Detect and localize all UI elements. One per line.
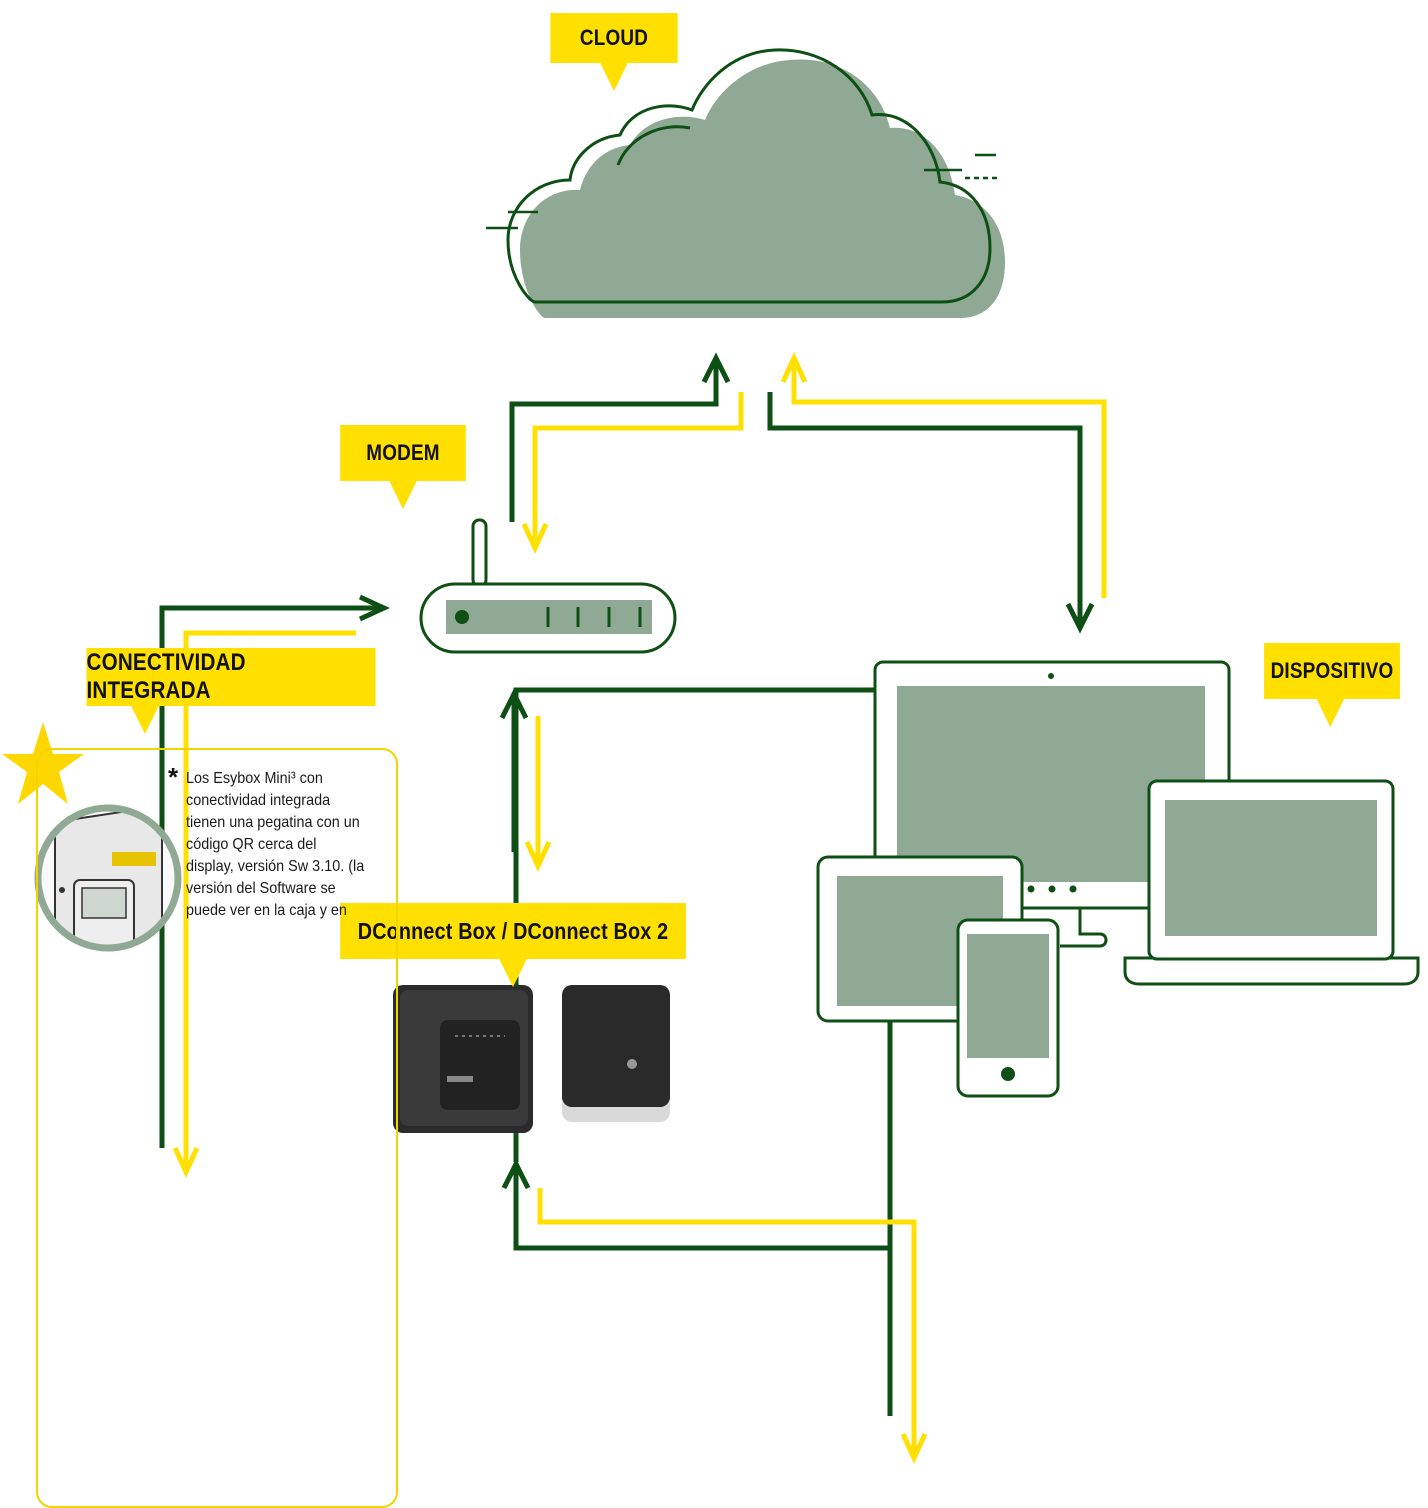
cloud-label: CLOUD [550,13,678,91]
arrow-dconnect-to-bottom [537,1188,928,1465]
arrow-integrated-to-modem [159,594,391,1148]
laptop-screen [1147,779,1395,961]
cloud-icon [486,48,1005,318]
arrow-modem-to-cloud [509,352,731,522]
dconnect-box-image [393,985,533,1133]
integrated-connectivity-label: CONECTIVIDAD INTEGRADA [86,648,376,734]
dconnect-box2-image [562,985,670,1122]
arrow-device-to-cloud [780,351,1107,598]
arrow-cloud-to-device [767,392,1095,634]
arrow-modem-to-dconnect [524,716,552,873]
device-label: DISPOSITIVO [1264,643,1400,727]
arrow-cloud-to-modem [521,392,744,555]
phone-icon [956,918,1060,1098]
arrow-bottom-to-dconnect-2 [501,1158,893,1416]
esybox-image [34,804,182,952]
arrow-modem-to-integrated [172,630,356,1179]
note-text: Los Esybox Mini³ con conectividad integr… [186,770,365,919]
modem-label: MODEM [340,425,466,509]
asterisk-icon: * [168,762,179,792]
modem-icon [419,518,677,654]
